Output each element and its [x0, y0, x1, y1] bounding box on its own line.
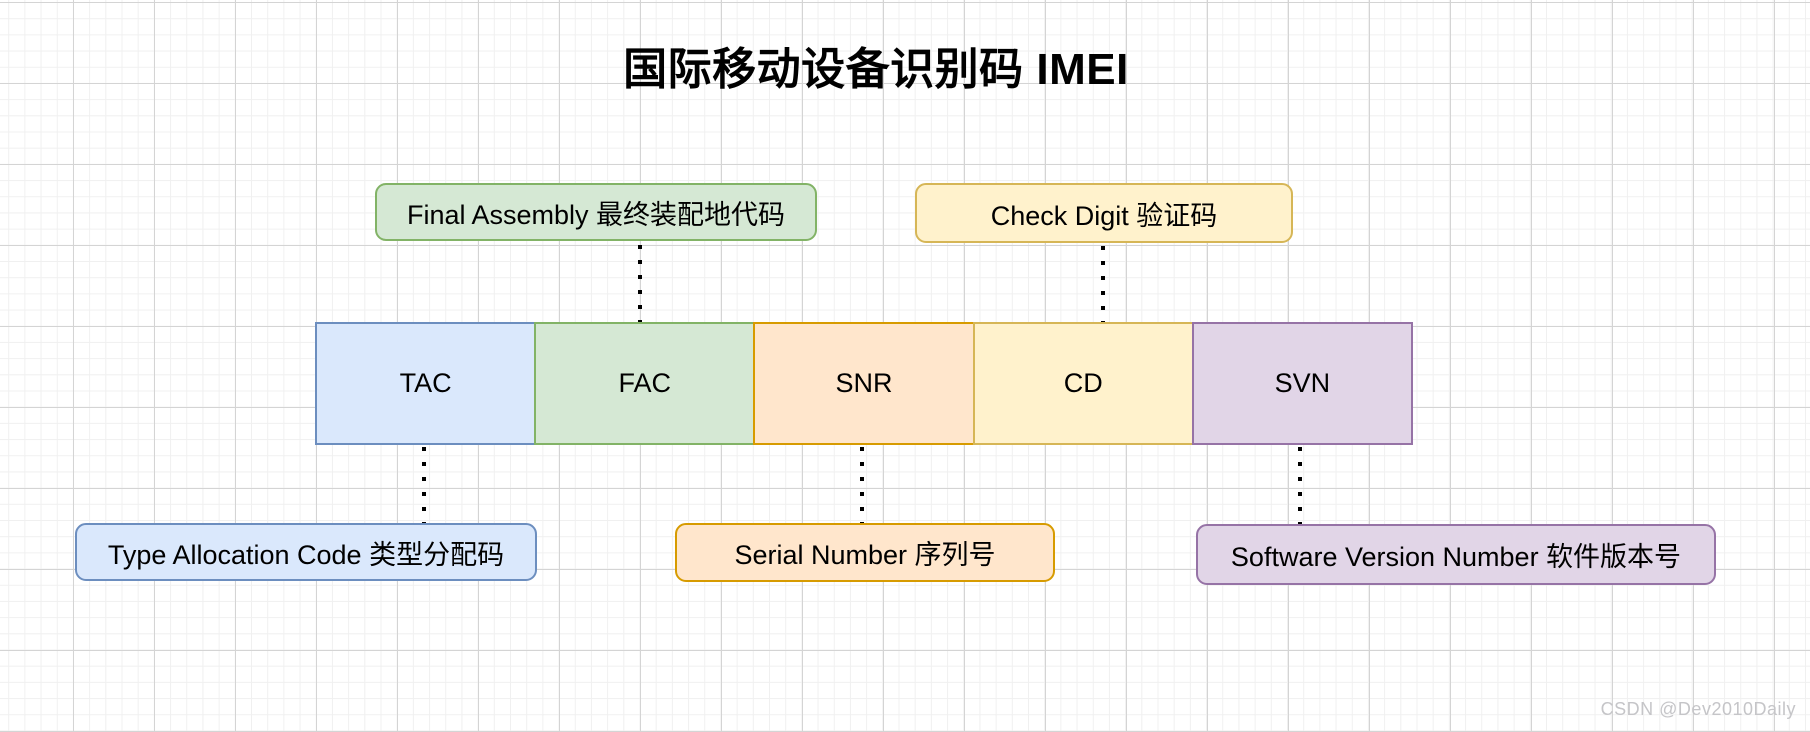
callout-final-assembly: Final Assembly 最终装配地代码 [375, 183, 817, 241]
segment-svn: SVN [1191, 322, 1414, 445]
segment-cd: CD [972, 322, 1194, 445]
segment-svn-label: SVN [1274, 368, 1331, 398]
segment-snr: SNR [753, 322, 975, 445]
callout-type-allocation-label: Type Allocation Code 类型分配码 [107, 539, 505, 570]
connector-check-digit-to-cd [1101, 246, 1105, 322]
csdn-watermark: CSDN @Dev2010Daily [1600, 699, 1796, 719]
connector-final-assembly-to-fac [638, 245, 642, 322]
segment-tac-label: TAC [399, 368, 452, 398]
callout-type-allocation: Type Allocation Code 类型分配码 [75, 523, 537, 581]
segment-snr-label: SNR [835, 368, 893, 398]
callout-final-assembly-label: Final Assembly 最终装配地代码 [406, 199, 786, 230]
callout-software-version: Software Version Number 软件版本号 [1196, 524, 1716, 585]
callout-software-version-label: Software Version Number 软件版本号 [1230, 542, 1682, 572]
connector-tac-to-type-allocation [422, 447, 426, 523]
callout-serial-number-label: Serial Number 序列号 [734, 540, 996, 570]
imei-segment-row: TAC FAC SNR CD SVN [315, 322, 1414, 445]
segment-fac: FAC [534, 322, 756, 445]
segment-tac: TAC [315, 322, 537, 445]
segment-fac-label: FAC [618, 368, 672, 398]
segment-cd-label: CD [1063, 368, 1103, 398]
callout-serial-number: Serial Number 序列号 [675, 523, 1055, 582]
callout-check-digit: Check Digit 验证码 [915, 183, 1293, 243]
connector-svn-to-software-version [1298, 447, 1302, 524]
connector-snr-to-serial-number [860, 447, 864, 523]
diagram-title: 国际移动设备识别码 IMEI [623, 45, 1129, 94]
callout-check-digit-label: Check Digit 验证码 [990, 200, 1218, 231]
